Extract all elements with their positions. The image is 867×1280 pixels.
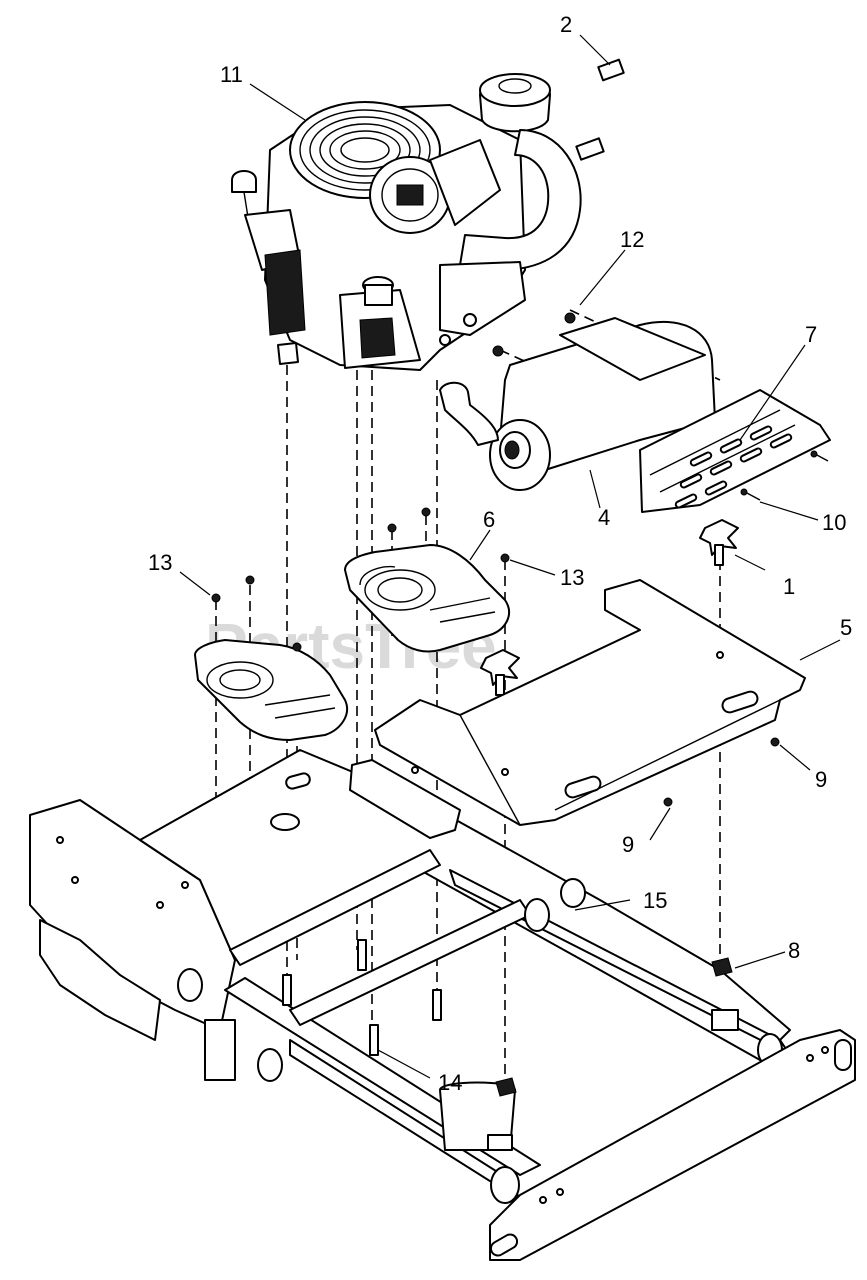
heat-shield-screws bbox=[740, 450, 829, 501]
callout-2: 2 bbox=[560, 12, 572, 37]
callout-7: 7 bbox=[805, 322, 817, 347]
speed-nut-clip bbox=[495, 957, 733, 1097]
callout-labels: 1 2 4 5 6 7 8 9 9 10 11 12 13 13 14 15 bbox=[148, 12, 852, 1095]
callout-13-right: 13 bbox=[560, 565, 584, 590]
star-knob-2 bbox=[480, 649, 520, 696]
plate-bolts bbox=[211, 507, 510, 652]
engine-assembly bbox=[231, 73, 582, 371]
callout-5: 5 bbox=[840, 615, 852, 640]
callout-6: 6 bbox=[483, 507, 495, 532]
frame-bolts bbox=[282, 939, 442, 1056]
engine-adapter-plate-upper bbox=[344, 544, 510, 653]
callout-9-left: 9 bbox=[622, 832, 634, 857]
callout-13-left: 13 bbox=[148, 550, 172, 575]
engine-fan-grille bbox=[299, 109, 431, 191]
callout-1: 1 bbox=[783, 574, 795, 599]
star-knob bbox=[699, 519, 739, 566]
muffler bbox=[439, 312, 716, 491]
mower-frame bbox=[29, 749, 856, 1261]
muffler-heat-shield bbox=[639, 389, 831, 513]
engine-adapter-plate-lower bbox=[194, 639, 348, 741]
fuel-line-hose bbox=[575, 58, 695, 161]
callout-10: 10 bbox=[822, 510, 846, 535]
callout-8: 8 bbox=[788, 938, 800, 963]
callout-11: 11 bbox=[220, 62, 243, 87]
leader-lines bbox=[179, 34, 841, 1079]
callout-15: 15 bbox=[643, 888, 667, 913]
floor-pan bbox=[374, 579, 806, 826]
heat-shield-slots bbox=[674, 425, 793, 509]
callout-4: 4 bbox=[598, 505, 610, 530]
callout-9-right: 9 bbox=[815, 767, 827, 792]
callout-12: 12 bbox=[620, 227, 644, 252]
callout-14: 14 bbox=[438, 1070, 462, 1095]
